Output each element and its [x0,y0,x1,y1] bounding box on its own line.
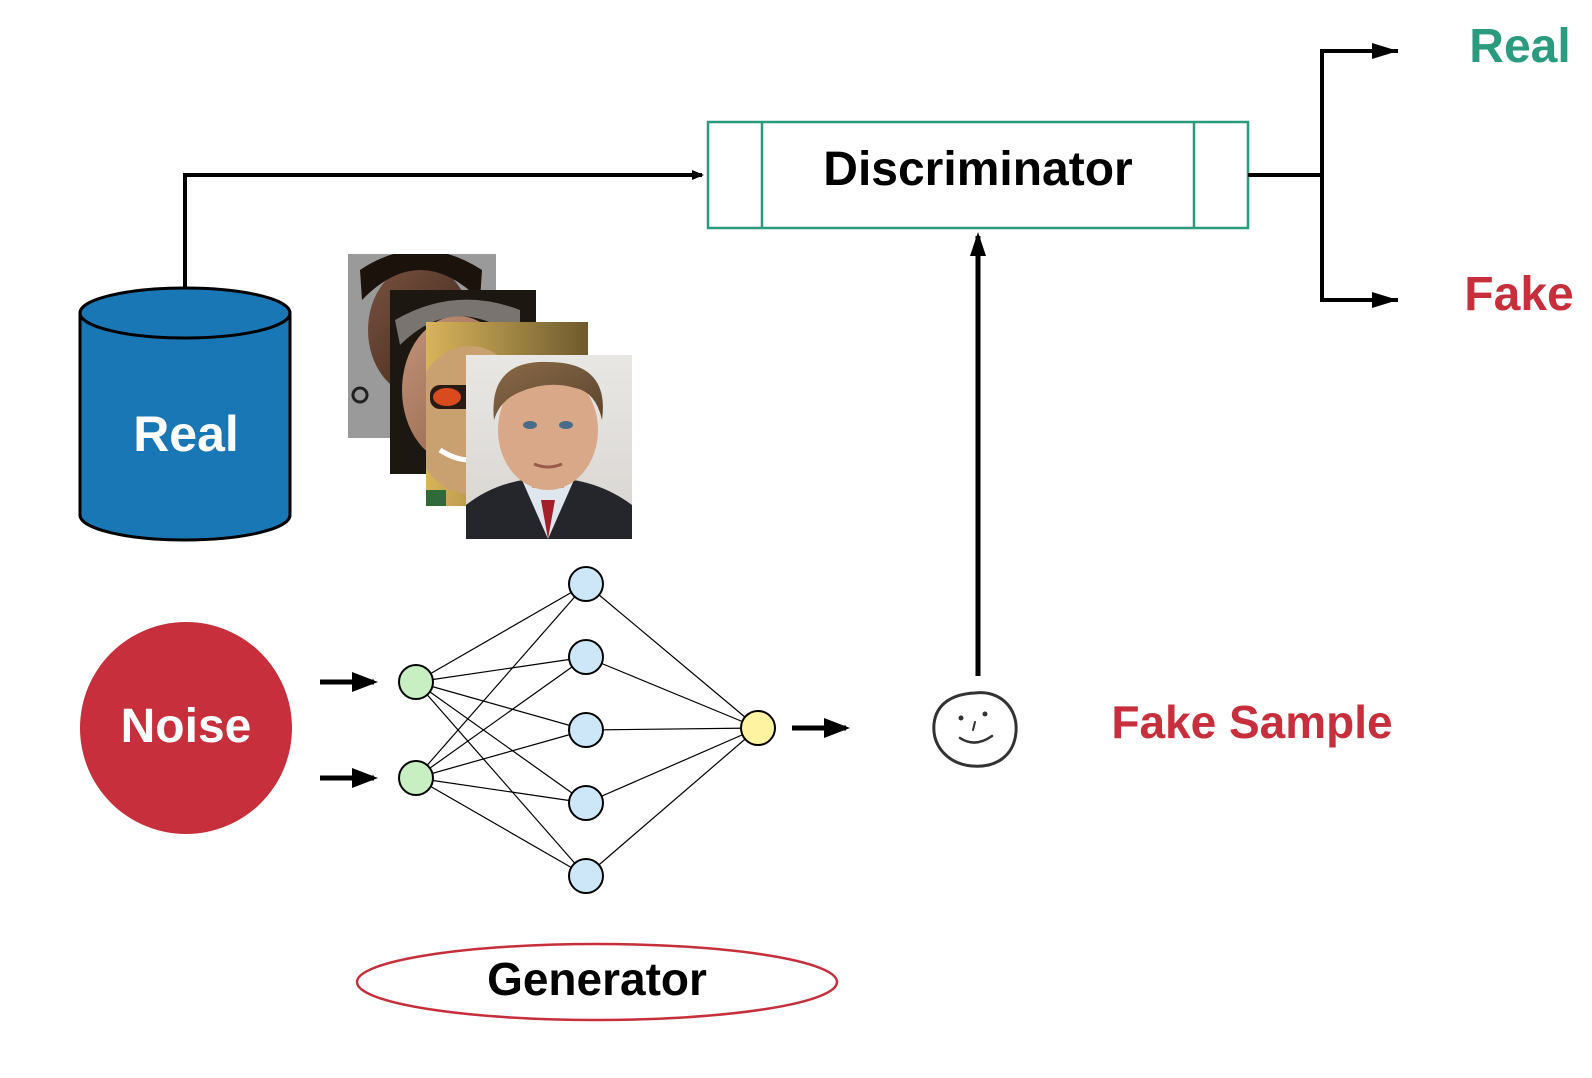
input-node [398,664,434,700]
generator-label-box: Generator [355,942,839,1022]
face-photo-4 [466,355,632,539]
network-connection [585,583,759,729]
network-connections [415,583,759,877]
discriminator-box: Discriminator [706,120,1250,230]
noise-circle: Noise [80,622,292,834]
hidden-node [568,712,604,748]
network-connection [415,583,587,779]
output-real-label: Real [1469,20,1570,73]
fake-sample-label: Fake Sample [1111,696,1392,748]
input-node [398,760,434,796]
network-connection [585,727,759,731]
hidden-node [568,858,604,894]
real-to-discriminator-arrow [183,170,704,290]
network-connection [585,656,759,729]
discriminator-output-arrows [1248,43,1398,308]
generator-network [398,566,776,894]
face-photos [348,254,632,539]
network-nodes [398,566,776,894]
network-connection [415,681,587,804]
noise-input-arrows [320,672,378,788]
hidden-node [568,639,604,675]
network-connection [415,777,587,804]
generator-label: Generator [487,953,707,1005]
output-node [740,710,776,746]
hidden-node [568,785,604,821]
database-icon: Real [78,286,292,542]
network-connection [585,727,759,877]
output-fake-label: Fake [1464,268,1573,321]
network-connection [585,727,759,804]
network-connection [415,681,587,877]
network-connection [415,583,587,683]
noise-label: Noise [121,700,252,753]
real-database-label: Real [133,406,239,462]
fake-to-discriminator-arrow [970,232,986,676]
network-connection [415,777,587,877]
network-connection [415,681,587,731]
network-connection [415,656,587,779]
hand-drawn-smiley-icon [932,691,1018,768]
network-connection [415,729,587,779]
network-connection [415,656,587,683]
hidden-node [568,566,604,602]
discriminator-label: Discriminator [823,143,1132,196]
